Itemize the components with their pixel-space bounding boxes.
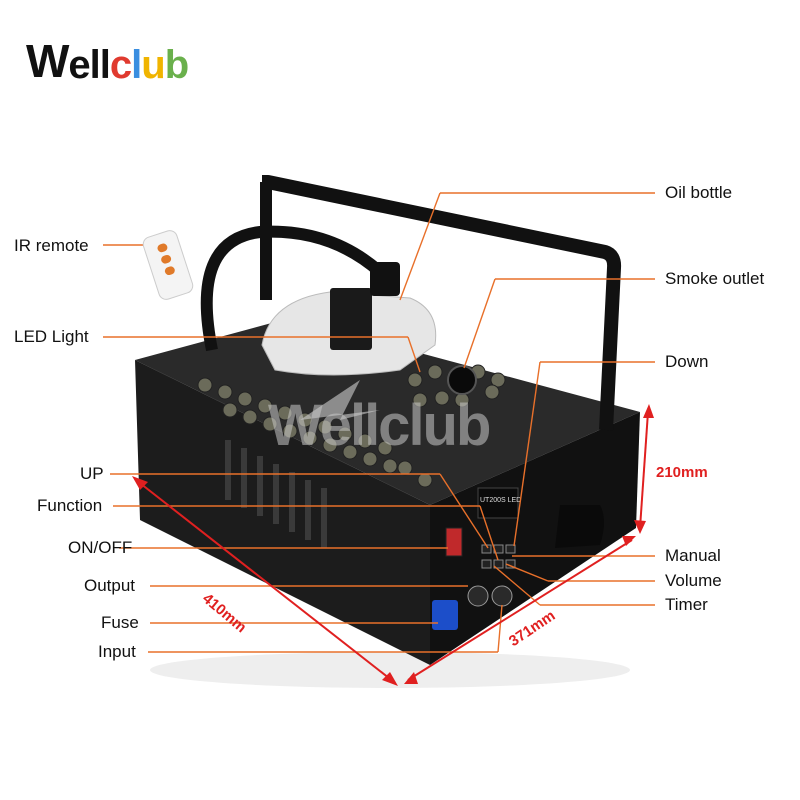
label-timer: Timer: [665, 595, 708, 614]
dmx-input-connector: [491, 585, 513, 607]
dmx-output-connector: [467, 585, 489, 607]
label-output: Output: [84, 576, 136, 595]
label-on-off: ON/OFF: [68, 538, 133, 557]
logo-letter: e: [68, 43, 90, 87]
label-down: Down: [665, 352, 709, 371]
power-inlet: [432, 600, 458, 630]
logo-letter: l: [131, 43, 142, 87]
brand-logo: W e l l c l u b: [26, 34, 189, 88]
smoke-outlet-nozzle: [447, 365, 477, 395]
power-switch: [445, 527, 463, 557]
hose-connector: [370, 262, 400, 296]
vent-slots: [225, 440, 327, 548]
label-smoke-outlet: Smoke outlet: [665, 269, 765, 288]
logo-letter: W: [26, 35, 69, 87]
machine-front-face: [135, 360, 430, 665]
label-led-light: LED Light: [14, 327, 89, 346]
panel-model-text: UT200S LED: [480, 497, 521, 504]
logo-letter: u: [141, 43, 165, 87]
leader-lines: [103, 192, 655, 653]
label-fuse: Fuse: [101, 613, 139, 632]
logo-letter: l: [89, 43, 101, 87]
label-volume: Volume: [665, 571, 722, 590]
label-input: Input: [98, 642, 136, 661]
watermark-shape: [300, 380, 380, 420]
dimension-arrowheads: [132, 404, 654, 686]
machine-top-face: [135, 318, 640, 505]
led-array: [197, 364, 506, 488]
display-panel: [477, 487, 519, 519]
oil-tank-label: [330, 288, 372, 350]
bracket-knob: [555, 505, 604, 548]
logo-letter: c: [109, 43, 132, 87]
fluid-hose: [200, 225, 384, 352]
label-up: UP: [80, 464, 104, 483]
logo-letter: b: [164, 43, 189, 87]
label-ir-remote: IR remote: [14, 236, 89, 255]
dimension-height: 210mm: [656, 464, 708, 481]
logo-letter: l: [99, 43, 111, 87]
brand-watermark: Wellclub: [268, 393, 491, 458]
hanging-bracket: [261, 175, 622, 431]
label-function: Function: [37, 496, 103, 515]
label-manual: Manual: [665, 546, 721, 565]
dimension-lines: [135, 411, 649, 683]
label-oil-bottle: Oil bottle: [665, 183, 733, 202]
